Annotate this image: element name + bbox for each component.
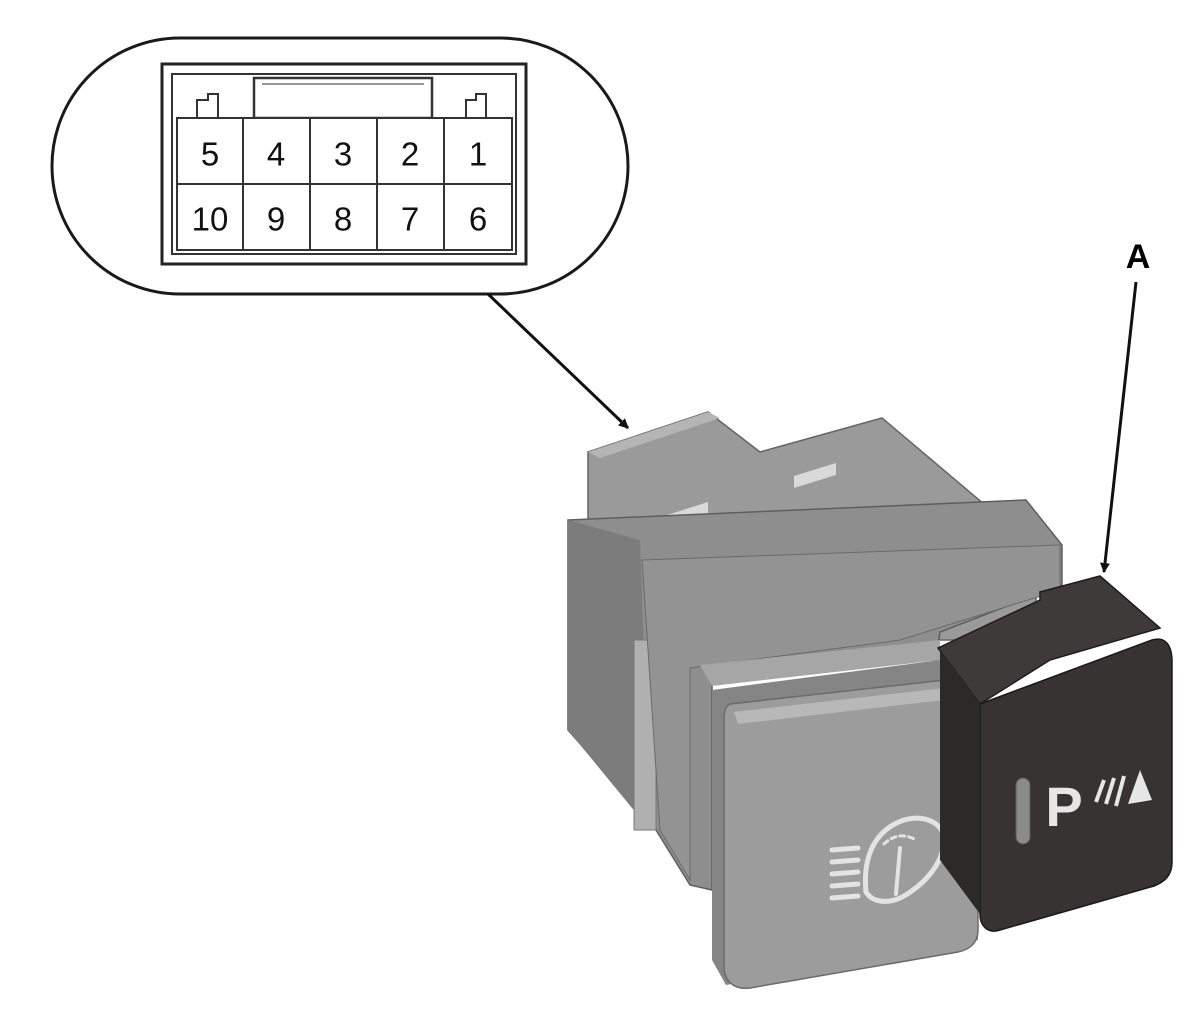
connector-callout: 5 4 3 2 1 10 9 8 7 6 — [50, 36, 630, 296]
callout-label-a: A — [1126, 238, 1151, 276]
indicator-lens — [1015, 777, 1031, 845]
pin-8: 8 — [334, 201, 352, 238]
right-button-letter: P — [1045, 775, 1082, 838]
connector-leader-arrow — [486, 292, 630, 430]
pin-7: 7 — [401, 201, 419, 238]
slot-right — [794, 463, 836, 488]
parking-sensor-icon: P — [1045, 770, 1152, 838]
right-button-cap-top — [936, 575, 1162, 706]
connector-face: 5 4 3 2 1 10 9 8 7 6 — [160, 62, 528, 266]
callout-a-leader-arrow — [1100, 281, 1138, 573]
switch-assembly: P — [567, 411, 1173, 990]
pin-6: 6 — [469, 201, 487, 238]
pin-9: 9 — [267, 201, 285, 238]
pin-5: 5 — [201, 136, 219, 173]
left-button-cap — [723, 679, 979, 990]
pin-2: 2 — [401, 136, 419, 173]
right-button-cap — [979, 638, 1173, 932]
pin-1: 1 — [469, 136, 487, 173]
pin-10: 10 — [192, 201, 229, 238]
pin-3: 3 — [334, 136, 352, 173]
pin-4: 4 — [267, 136, 285, 173]
